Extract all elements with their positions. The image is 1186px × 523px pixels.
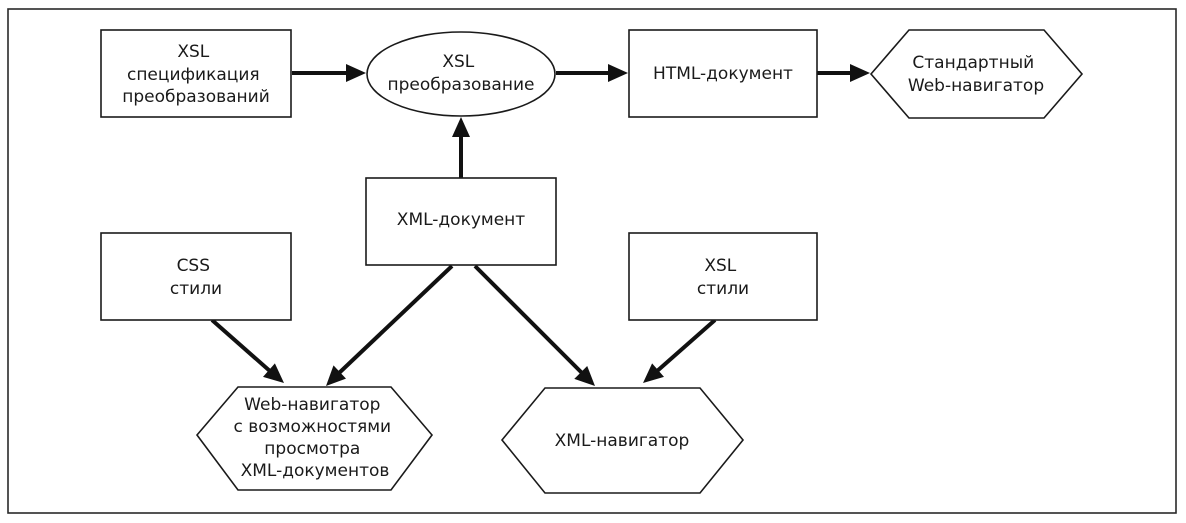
node-xml-doc: XML-документ [365,177,557,266]
node-web-browser-xml: Web-навигатор с возможностями просмотра … [195,386,434,491]
xml-doc-label: XML-документ [397,210,526,230]
xsl-spec-label: XSL спецификация преобразований [122,42,270,107]
arrow-css-to-webbrowser [210,318,284,383]
std-browser-label: Стандартный Web-навигатор [908,53,1044,96]
arrow-html-to-browser [817,64,870,82]
node-xsl-styles: XSL стили [628,232,818,321]
node-css-styles: CSS стили [100,232,292,321]
arrow-xslstyles-to-xmlbrowser [643,318,717,383]
node-html-doc: HTML-документ [628,29,818,118]
node-std-browser: Стандартный Web-навигатор [869,29,1084,119]
arrow-spec-to-transform [292,64,366,82]
arrow-xmldoc-to-xmlbrowser [473,264,595,386]
connectors [210,64,870,386]
html-doc-label: HTML-документ [653,64,793,84]
xsl-styles-label: XSL стили [697,256,749,299]
arrow-transform-to-html [556,64,628,82]
css-styles-label: CSS стили [170,256,222,299]
xsl-transform-label: XSL преобразование [388,52,535,95]
node-xsl-transform: XSL преобразование [366,31,556,117]
node-xsl-spec: XSL спецификация преобразований [100,29,292,118]
web-browser-xml-label: Web-навигатор с возможностями просмотра … [233,395,396,481]
xml-browser-label: XML-навигатор [555,431,690,451]
arrow-xmldoc-to-transform [452,117,470,178]
node-xml-browser: XML-навигатор [500,387,745,494]
arrow-xmldoc-to-webbrowser [326,264,454,386]
